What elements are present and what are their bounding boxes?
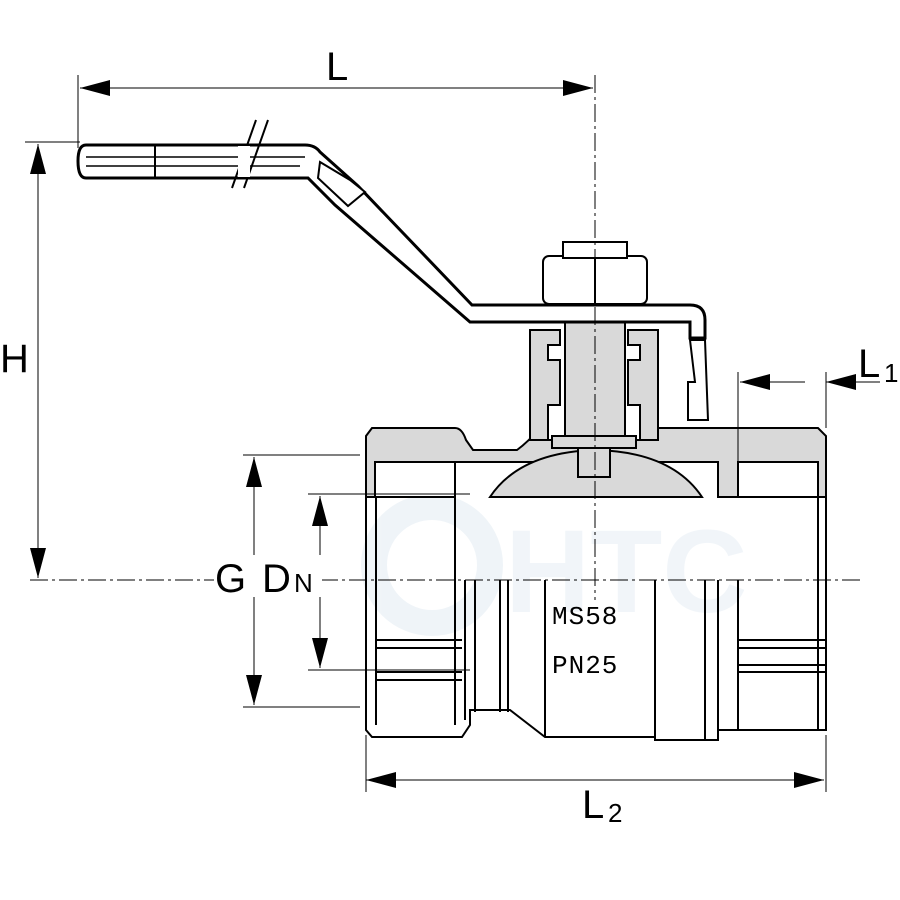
bore-window [374,461,456,498]
gland [529,329,561,441]
h-arrow-bottom [30,548,46,578]
l-label: L [326,45,348,89]
dimension-dn: D N [260,493,470,671]
ball-slot [577,446,611,478]
l2-sub: 2 [608,798,622,828]
lever-sleeve [316,160,367,208]
g-label: G [215,557,246,601]
g-arrow-bottom [246,675,262,705]
body-section [365,409,827,498]
dn-arrow-bottom [312,638,328,668]
l-arrow-left [80,80,110,96]
pressure-marking: PN25 [552,651,618,681]
handle-lever [76,119,707,340]
dn-label: D [262,557,291,601]
watermark-ring [361,494,503,636]
h-arrow-top [30,144,46,174]
break-gap [238,146,250,177]
dn-sub: N [294,568,313,598]
dimension-g: G [214,454,360,708]
stop-tab [687,339,710,421]
l1-arrow-left [740,374,770,390]
g-arrow-top [246,457,262,487]
l2-label: L [582,783,604,827]
dn-label-bg [260,555,322,597]
l1-label: L [858,342,880,386]
h-label: H [0,337,29,381]
stem-assembly [529,241,710,449]
l2-arrow-right [794,772,824,788]
dn-arrow-top [312,496,328,526]
lever-arm [76,143,707,340]
dimension-l: L [77,45,593,148]
material-marking: MS58 [552,602,618,632]
l1-sub: 1 [884,358,898,388]
dimension-l1: L 1 [737,342,898,462]
dimension-h: H [0,141,80,578]
stem-collar [551,435,637,449]
valve-body [365,497,827,741]
l1-arrow-right [826,374,856,390]
dimension-l2: L 2 [365,735,827,828]
l2-arrow-left [366,772,396,788]
watermark-text: HTC [505,506,748,638]
gland-right [627,329,659,441]
bore-window-right [737,461,819,498]
g-label-bg [214,555,258,597]
l-arrow-right [563,80,593,96]
